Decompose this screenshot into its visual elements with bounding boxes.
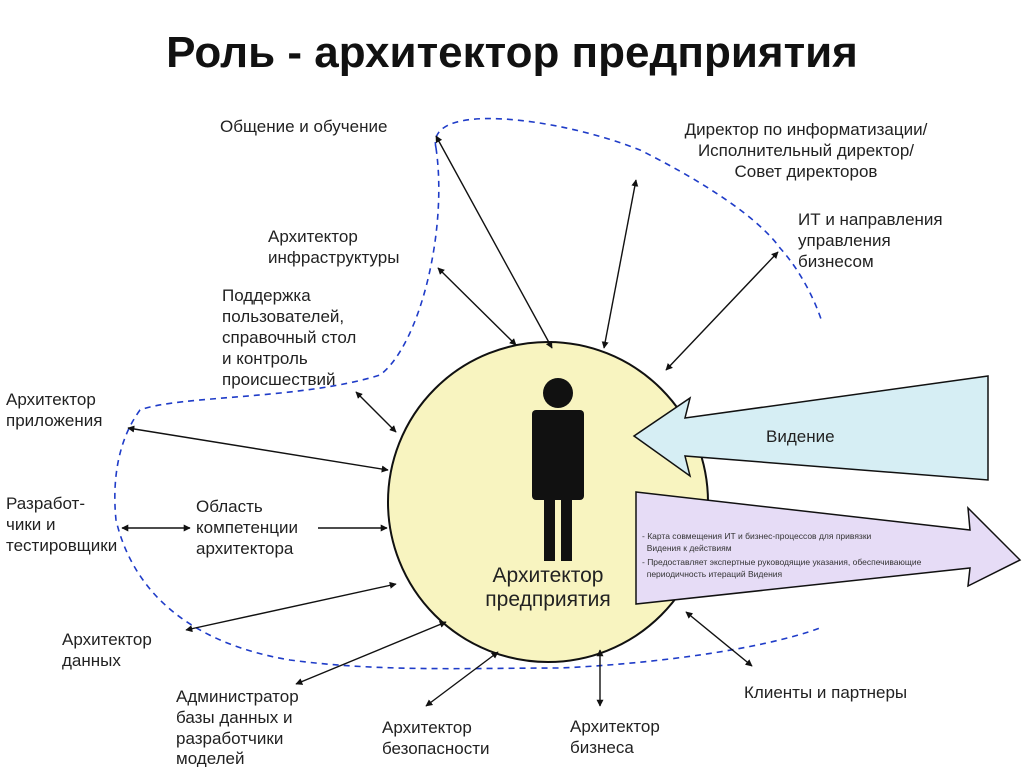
role-support-line1: Поддержка: [222, 286, 311, 305]
competence-boundary: [434, 117, 823, 323]
role-dba-line3: разработчики: [176, 729, 283, 748]
role-application-line1: Архитектор: [6, 390, 96, 409]
person-icon: [532, 378, 584, 561]
role-director-line2: Исполнительный директор/: [698, 141, 914, 160]
role-security-line1: Архитектор: [382, 718, 472, 737]
roadmap-item-2: Видения к действиям: [642, 543, 732, 553]
roadmap-item-4: периодичность итераций Видения: [642, 569, 783, 579]
arrow-director: [601, 179, 639, 349]
role-communication: Общение и обучение: [220, 117, 387, 136]
role-support-line5: происшествий: [222, 370, 336, 389]
arrow-it-business: [665, 251, 779, 371]
arrow-dba: [295, 621, 447, 685]
vision-arrow: [632, 375, 989, 481]
roadmap-arrow: [635, 491, 1022, 605]
competence-label-line3: архитектора: [196, 539, 294, 558]
role-it-business-line3: бизнесом: [798, 252, 874, 271]
role-dba-line2: базы данных и: [176, 708, 292, 727]
role-support-line2: пользователей,: [222, 307, 344, 326]
arrow-support: [355, 391, 397, 433]
role-developers-line1: Разработ-: [6, 494, 85, 513]
role-business-line2: бизнеса: [570, 738, 634, 757]
vision-label: Видение: [766, 427, 835, 446]
role-clients: Клиенты и партнеры: [744, 683, 907, 702]
role-director-line1: Директор по информатизации/: [685, 120, 928, 139]
page-title: Роль - архитектор предприятия: [166, 28, 858, 77]
center-label-line1: Архитектор: [493, 564, 604, 587]
role-business-line1: Архитектор: [570, 717, 660, 736]
role-developers-line2: чики и: [6, 515, 56, 534]
center-label-line2: предприятия: [485, 588, 610, 611]
arrow-communication: [435, 135, 553, 349]
role-it-business-line2: управления: [798, 231, 891, 250]
roadmap-item-1: - Карта совмещения ИТ и бизнес-процессов…: [642, 531, 872, 541]
competence-boundary-left: [114, 147, 821, 670]
arrow-application: [127, 425, 389, 473]
role-dba-line1: Администратор: [176, 687, 299, 706]
arrow-data: [185, 581, 397, 633]
arrow-clients: [685, 611, 753, 667]
role-director-line3: Совет директоров: [735, 162, 878, 181]
role-data-line1: Архитектор: [62, 630, 152, 649]
role-security-line2: безопасности: [382, 739, 489, 758]
role-developers-line3: тестировщики: [6, 536, 117, 555]
arrow-infrastructure: [437, 267, 517, 346]
role-infrastructure-line2: инфраструктуры: [268, 248, 399, 267]
role-it-business-line1: ИТ и направления: [798, 210, 943, 229]
competence-label-line1: Область: [196, 497, 263, 516]
role-data-line2: данных: [62, 651, 121, 670]
role-application-line2: приложения: [6, 411, 102, 430]
role-dba-line4: моделей: [176, 749, 244, 767]
role-support-line4: и контроль: [222, 349, 308, 368]
roadmap-item-3: - Предоставляет экспертные руководящие у…: [642, 557, 922, 567]
competence-label-line2: компетенции: [196, 518, 298, 537]
role-infrastructure-line1: Архитектор: [268, 227, 358, 246]
role-support-line3: справочный стол: [222, 328, 356, 347]
arrow-security: [425, 651, 499, 707]
